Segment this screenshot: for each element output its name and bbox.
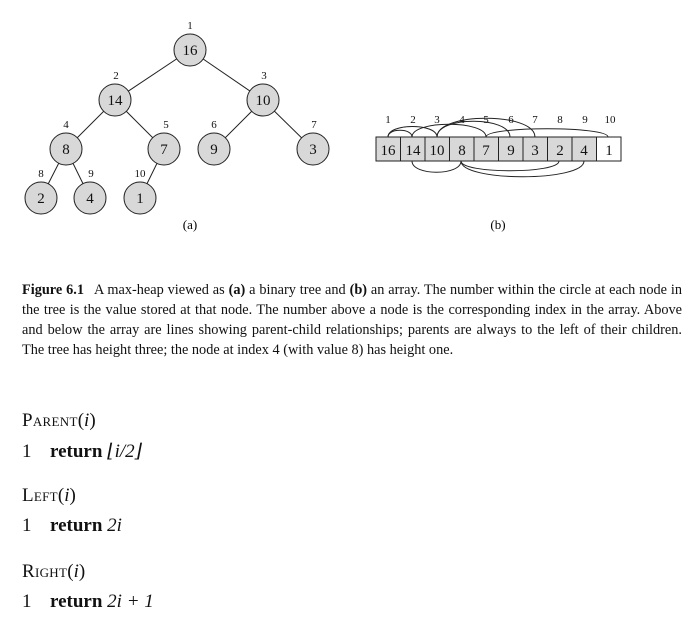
node-index: 2 xyxy=(113,70,119,82)
array-value: 9 xyxy=(507,143,515,159)
array-index: 3 xyxy=(434,114,440,126)
array: 16 1 14 2 10 3 8 4 7 5 9 6 xyxy=(375,114,622,162)
array-cell-8: 2 8 xyxy=(547,114,573,162)
array-cell-7: 3 7 xyxy=(522,114,548,162)
array-index: 4 xyxy=(459,114,465,126)
array-cell-6: 9 6 xyxy=(498,114,524,162)
procedure-arg: i xyxy=(73,561,79,582)
node-value: 4 xyxy=(86,191,94,207)
keyword: return xyxy=(50,591,103,612)
procedure-name: Parent xyxy=(22,410,78,431)
expression: 2i xyxy=(107,515,122,536)
node-value: 3 xyxy=(309,142,317,158)
array-cell-10: 1 10 xyxy=(596,114,622,162)
procedure-arg: i xyxy=(84,410,90,431)
expression: 2i + 1 xyxy=(107,591,154,612)
node-value: 7 xyxy=(160,142,168,158)
node-index: 8 xyxy=(38,168,44,180)
line-number: 1 xyxy=(22,515,32,536)
tree-node-2: 14 2 xyxy=(98,70,132,117)
array-value: 3 xyxy=(531,143,539,159)
array-value: 8 xyxy=(458,143,466,159)
tree-nodes: 16 1 14 2 10 3 8 4 7 5 9 6 xyxy=(24,20,330,215)
array-cell-1: 16 1 xyxy=(375,114,401,162)
array-cell-4: 8 4 xyxy=(449,114,475,162)
caption-ref-a: (a) xyxy=(228,282,246,298)
array-index: 7 xyxy=(532,114,538,126)
node-index: 10 xyxy=(135,168,147,180)
node-value: 10 xyxy=(256,93,271,109)
tree-node-4: 8 4 xyxy=(49,119,83,166)
subfigure-label-a: (a) xyxy=(183,217,197,232)
procedure-arg: i xyxy=(64,485,70,506)
tree-node-8: 2 8 xyxy=(24,168,58,215)
node-value: 8 xyxy=(62,142,70,158)
array-index: 10 xyxy=(605,114,617,126)
node-index: 7 xyxy=(311,119,317,131)
node-index: 3 xyxy=(261,70,267,82)
array-value: 7 xyxy=(482,143,490,159)
array-cell-9: 4 9 xyxy=(571,114,597,162)
array-arcs-below xyxy=(411,160,585,178)
array-index: 2 xyxy=(410,114,416,126)
array-arcs-above xyxy=(387,117,609,138)
caption-ref-b: (b) xyxy=(349,282,368,298)
heap-figure: 16 1 14 2 10 3 8 4 7 5 9 6 xyxy=(24,20,622,232)
array-index: 1 xyxy=(385,114,391,126)
tree-edges xyxy=(40,49,314,199)
node-value: 2 xyxy=(37,191,45,207)
node-index: 5 xyxy=(163,119,169,131)
expression: ⌊i/2⌋ xyxy=(107,441,143,462)
figure-caption: Figure 6.1 A max-heap viewed as (a) a bin… xyxy=(22,280,682,360)
array-cell-3: 10 3 xyxy=(424,114,450,162)
caption-text: a binary tree and xyxy=(245,282,350,298)
array-index: 5 xyxy=(483,114,489,126)
node-value: 9 xyxy=(210,142,218,158)
keyword: return xyxy=(50,441,103,462)
caption-text: an array. The number within the circle a… xyxy=(22,282,682,358)
array-index: 8 xyxy=(557,114,563,126)
tree-node-10: 1 10 xyxy=(123,168,157,215)
array-value: 10 xyxy=(430,143,445,159)
array-value: 14 xyxy=(406,143,422,159)
procedure-name: Left xyxy=(22,485,58,506)
array-index: 9 xyxy=(582,114,588,126)
array-cell-5: 7 5 xyxy=(473,114,499,162)
array-value: 2 xyxy=(556,143,564,159)
procedure-name: Right xyxy=(22,561,68,582)
tree-node-6: 9 6 xyxy=(197,119,231,166)
node-index: 6 xyxy=(211,119,217,131)
node-index: 1 xyxy=(187,20,193,32)
line-number: 1 xyxy=(22,591,32,612)
node-index: 9 xyxy=(88,168,94,180)
node-value: 1 xyxy=(136,191,144,207)
array-value: 4 xyxy=(580,143,588,159)
array-value: 16 xyxy=(381,143,397,159)
node-index: 4 xyxy=(63,119,69,131)
tree-node-5: 7 5 xyxy=(147,119,181,166)
array-index: 6 xyxy=(508,114,514,126)
tree-node-9: 4 9 xyxy=(73,168,107,215)
tree-node-3: 10 3 xyxy=(246,70,280,117)
node-value: 14 xyxy=(108,93,124,109)
line-number: 1 xyxy=(22,441,32,462)
figure-number: Figure 6.1 xyxy=(22,282,84,298)
tree-node-1: 16 1 xyxy=(173,20,207,67)
keyword: return xyxy=(50,515,103,536)
tree-node-7: 3 7 xyxy=(296,119,330,166)
node-value: 16 xyxy=(183,43,199,59)
caption-text: A max-heap viewed as xyxy=(93,282,229,298)
subfigure-label-b: (b) xyxy=(490,217,505,232)
array-cell-2: 14 2 xyxy=(400,114,426,162)
array-value: 1 xyxy=(605,143,613,159)
